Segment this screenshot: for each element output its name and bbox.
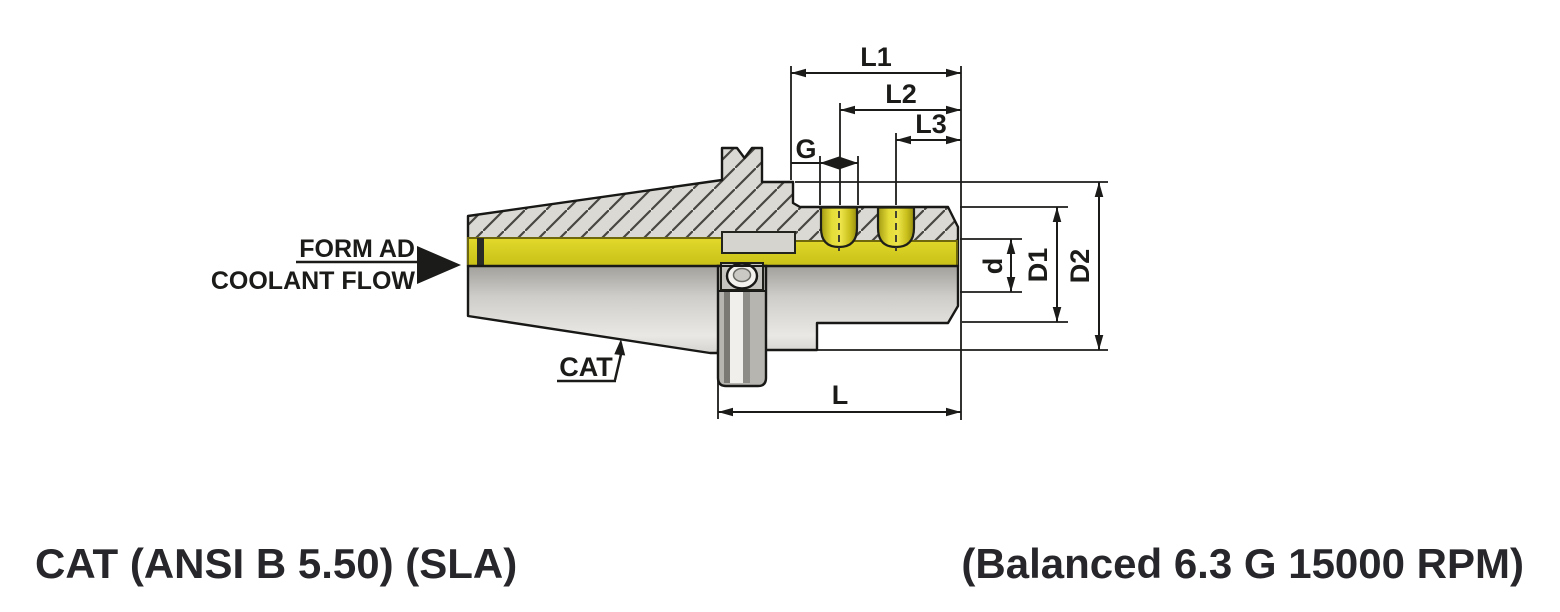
dim-label-L: L: [832, 380, 849, 410]
cat-label: CAT: [559, 352, 613, 382]
dim-L3: L3: [895, 109, 961, 205]
form-ad-label: FORM AD: [299, 235, 415, 263]
caption-right: (Balanced 6.3 G 15000 RPM): [961, 540, 1524, 587]
coolant-flow-label: COOLANT FLOW: [211, 267, 416, 295]
dim-D1: D1: [960, 206, 1068, 323]
dim-D2: D2: [795, 181, 1108, 351]
coolant-flow-arrow: [417, 246, 461, 284]
dim-L: L: [717, 356, 961, 419]
exterior-bottom-half: [466, 262, 960, 388]
dim-label-D1: D1: [1023, 248, 1053, 283]
v-flange-disc: [716, 262, 768, 388]
coolant-flow-callout: FORM AD COOLANT FLOW: [211, 235, 461, 295]
band-step-mark: [477, 238, 484, 266]
set-screw-2: [876, 206, 916, 251]
caption-left: CAT (ANSI B 5.50) (SLA): [35, 540, 517, 587]
dim-G: G: [791, 134, 859, 205]
dim-d: d: [960, 238, 1022, 293]
cat-taper-callout: CAT: [557, 339, 626, 383]
cat-leader-arrow: [614, 339, 626, 356]
dim-label-L3: L3: [915, 109, 947, 139]
dim-label-L2: L2: [885, 79, 917, 109]
drive-slot: [721, 231, 796, 254]
dimensions: L1 L2 L3 G: [717, 42, 1108, 420]
dim-L1: L1: [790, 42, 961, 180]
set-screw-1: [819, 206, 859, 251]
section-top-half: [466, 146, 960, 268]
dim-label-G: G: [795, 134, 816, 164]
dim-label-L1: L1: [860, 42, 892, 72]
captions: CAT (ANSI B 5.50) (SLA) (Balanced 6.3 G …: [35, 540, 1524, 587]
dim-label-d: d: [978, 258, 1008, 275]
dim-L2: L2: [839, 79, 961, 205]
body-silhouette: [466, 264, 960, 355]
dim-label-D2: D2: [1065, 249, 1095, 284]
